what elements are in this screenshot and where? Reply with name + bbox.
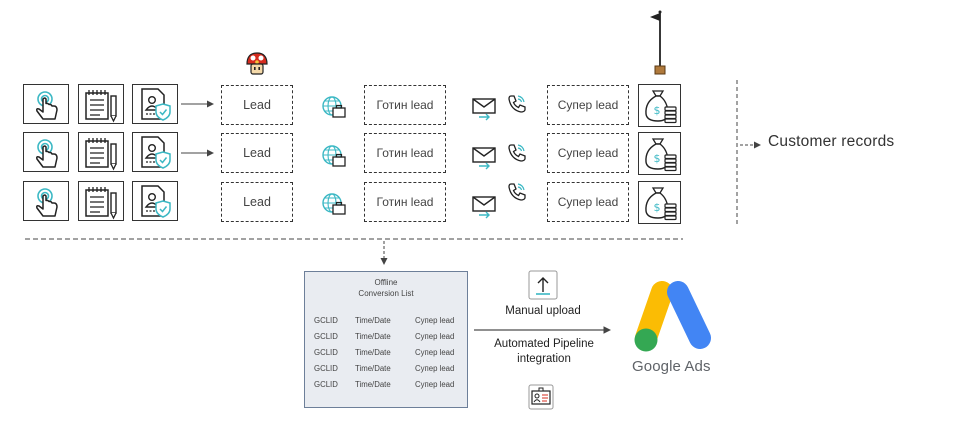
notepad-pencil-icon bbox=[85, 138, 117, 171]
lead-stage: Lead bbox=[221, 182, 293, 222]
svg-text:$: $ bbox=[654, 152, 661, 165]
google-ads-logo-icon bbox=[634, 281, 711, 352]
list-cell: GCLID bbox=[314, 316, 338, 325]
mushroom-icon bbox=[246, 52, 268, 75]
list-cell: GCLID bbox=[314, 364, 338, 373]
money-bag-icon: $ bbox=[645, 90, 677, 124]
money-bag-box: $ bbox=[638, 181, 681, 224]
web-briefcase-icon bbox=[322, 145, 346, 167]
integration-label: integration bbox=[517, 353, 571, 365]
svg-text:$: $ bbox=[654, 201, 661, 214]
hot-lead-stage: Готин lead bbox=[364, 85, 446, 125]
phone-icon bbox=[508, 144, 526, 162]
profile-shield-icon bbox=[141, 88, 171, 121]
web-briefcase-icon bbox=[322, 96, 346, 118]
list-cell: Time/Date bbox=[355, 332, 391, 341]
goal-flag-icon bbox=[650, 10, 666, 75]
list-cell: Супер lead bbox=[415, 348, 455, 357]
notepad-icon-box bbox=[78, 132, 124, 172]
list-cell: Time/Date bbox=[355, 316, 391, 325]
google-ads-label: Google Ads bbox=[632, 358, 711, 375]
list-cell: Супер lead bbox=[415, 380, 455, 389]
svg-text:$: $ bbox=[654, 104, 661, 117]
profile-check-icon-box bbox=[132, 84, 178, 124]
money-bag-box: $ bbox=[638, 132, 681, 175]
offline-conversion-list: Offline Conversion List GCLID Time/Date … bbox=[304, 271, 468, 408]
click-icon-box bbox=[23, 132, 69, 172]
profile-check-icon-box bbox=[132, 132, 178, 172]
hot-lead-stage: Готин lead bbox=[364, 133, 446, 173]
automated-pipeline-label: Automated Pipeline bbox=[494, 338, 594, 350]
id-card-icon bbox=[528, 384, 554, 410]
money-bag-icon: $ bbox=[645, 138, 677, 172]
list-cell: Супер lead bbox=[415, 364, 455, 373]
notepad-icon-box bbox=[78, 84, 124, 124]
notepad-pencil-icon bbox=[85, 90, 117, 123]
money-bag-icon: $ bbox=[645, 187, 677, 221]
tap-hand-icon bbox=[36, 91, 58, 120]
lead-stage: Lead bbox=[221, 133, 293, 173]
web-briefcase-icon bbox=[322, 193, 346, 215]
list-cell: Time/Date bbox=[355, 348, 391, 357]
upload-icon bbox=[528, 270, 558, 300]
notepad-icon-box bbox=[78, 181, 124, 221]
profile-shield-icon bbox=[141, 185, 171, 218]
money-bag-box: $ bbox=[638, 84, 681, 127]
notepad-pencil-icon bbox=[85, 187, 117, 220]
list-cell: Time/Date bbox=[355, 364, 391, 373]
click-icon-box bbox=[23, 181, 69, 221]
list-cell: GCLID bbox=[314, 332, 338, 341]
email-icon bbox=[472, 147, 496, 170]
phone-icon bbox=[508, 95, 526, 113]
customer-records-label: Customer records bbox=[768, 133, 895, 150]
phone-icon bbox=[508, 183, 526, 201]
profile-shield-icon bbox=[141, 136, 171, 169]
offline-list-title-2: Conversion List bbox=[358, 289, 414, 298]
email-icon bbox=[472, 98, 496, 121]
lead-stage: Lead bbox=[221, 85, 293, 125]
list-cell: Супер lead bbox=[415, 332, 455, 341]
profile-check-icon-box bbox=[132, 181, 178, 221]
tap-hand-icon bbox=[36, 139, 58, 168]
list-cell: Супер lead bbox=[415, 316, 455, 325]
list-cell: GCLID bbox=[314, 348, 338, 357]
tap-hand-icon bbox=[36, 188, 58, 217]
email-icon bbox=[472, 196, 496, 219]
super-lead-stage: Супер lead bbox=[547, 85, 629, 125]
list-cell: GCLID bbox=[314, 380, 338, 389]
hot-lead-stage: Готин lead bbox=[364, 182, 446, 222]
list-cell: Time/Date bbox=[355, 380, 391, 389]
super-lead-stage: Супер lead bbox=[547, 182, 629, 222]
click-icon-box bbox=[23, 84, 69, 124]
manual-upload-label: Manual upload bbox=[505, 305, 581, 317]
super-lead-stage: Супер lead bbox=[547, 133, 629, 173]
offline-list-title-1: Offline bbox=[374, 278, 398, 287]
